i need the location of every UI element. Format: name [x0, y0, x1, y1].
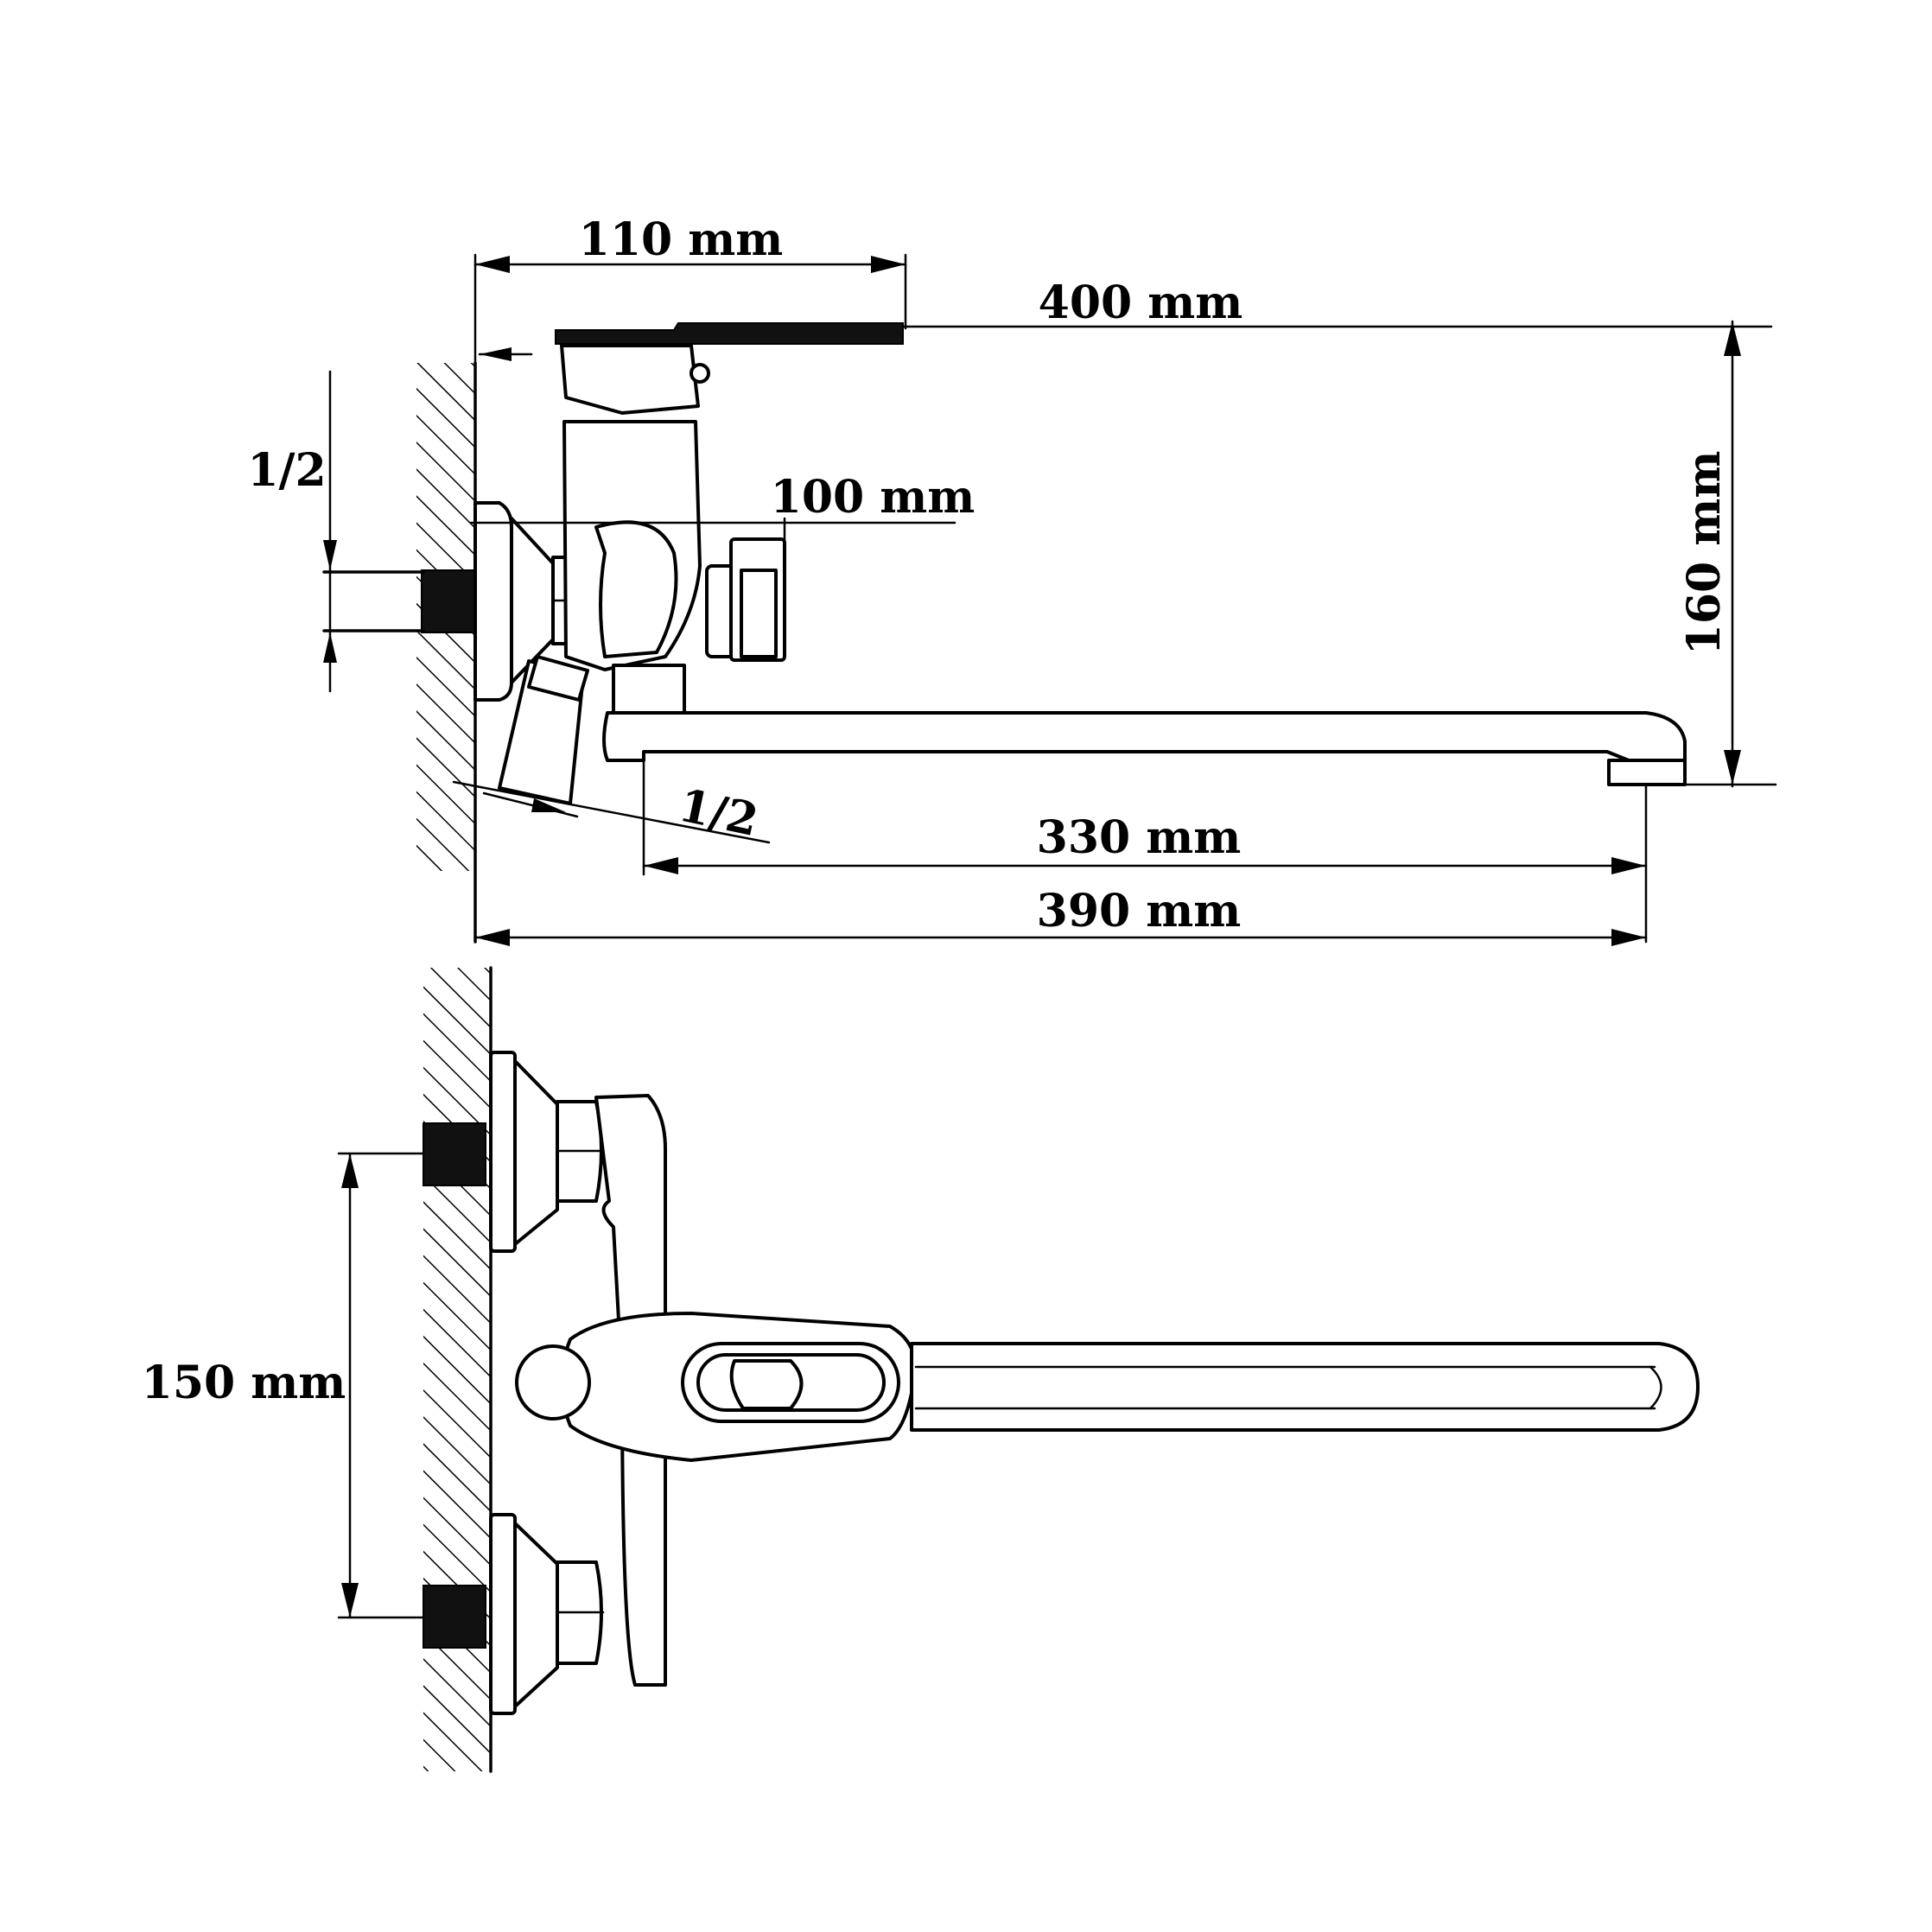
spout-side [602, 711, 1687, 762]
dim-arrow-330-left [644, 857, 678, 874]
spout-aerator [1607, 759, 1687, 786]
dim-label-330: 330 mm [1037, 811, 1242, 864]
spout-front [910, 1342, 1700, 1432]
inlet-pipe-top [423, 1122, 486, 1186]
dim-wall-arrow-head [480, 347, 512, 361]
dim-arrow-150-bottom [341, 1583, 359, 1617]
dim-arrow-390-left [475, 929, 510, 946]
dim-arrow-half-diverter [531, 798, 566, 812]
wall-hatch-bottom [423, 968, 491, 1771]
eccentric-top [513, 1059, 559, 1246]
dim-arrow-150-top [341, 1153, 359, 1188]
wall-flange [473, 501, 513, 702]
eccentric-bottom [513, 1522, 559, 1708]
side-view: 110 mm 400 mm 160 mm 100 mm 1/2 1/2 [247, 213, 1777, 946]
dim-label-half-inlet: 1/2 [247, 444, 326, 497]
diverter-outlet-end [527, 655, 589, 702]
handle-knob-front [515, 1344, 591, 1420]
dim-arrow-110-right [871, 256, 906, 273]
handle-lever-side[interactable] [555, 322, 904, 345]
dim-label-160: 160 mm [1678, 451, 1731, 656]
dim-label-400: 400 mm [1039, 276, 1243, 329]
dim-label-150: 150 mm [142, 1357, 346, 1409]
dim-arrow-390-right [1611, 929, 1646, 946]
diverter-button-inner [740, 569, 778, 658]
dim-label-110: 110 mm [579, 213, 784, 266]
dim-label-half-diverter: 1/2 [675, 779, 763, 848]
dim-arrow-160-top [1724, 321, 1741, 356]
flange-bottom [489, 1513, 517, 1715]
dim-arrow-160-bottom [1724, 750, 1741, 785]
dim-line-half-diverter [452, 780, 771, 844]
dim-arrow-half-bottom [323, 632, 337, 663]
dim-arrow-110-left [475, 256, 510, 273]
inlet-pipe-side [421, 569, 476, 633]
spout-tip-front [1649, 1365, 1662, 1410]
cartridge-cap [560, 344, 700, 415]
mixer-dome-side [594, 520, 678, 658]
dim-arrow-330-right [1611, 857, 1646, 874]
dim-label-390: 390 mm [1037, 885, 1242, 937]
front-view: 150 mm [142, 966, 1700, 1773]
handle-grip [729, 1359, 804, 1410]
dim-label-100: 100 mm [771, 471, 976, 524]
dim-arrow-half-top [323, 540, 337, 570]
spout-collar [612, 664, 686, 715]
handle-screw-side [690, 363, 710, 384]
inlet-pipe-bottom [423, 1585, 486, 1649]
flange-top [489, 1051, 517, 1253]
dim-ext-half-diverter [482, 791, 579, 818]
